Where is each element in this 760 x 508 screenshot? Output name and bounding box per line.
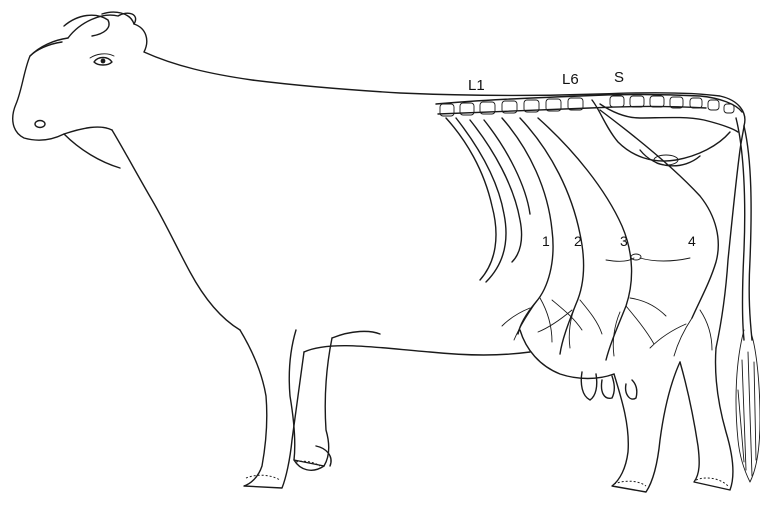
- eye-icon: [101, 59, 106, 64]
- nerves: [502, 110, 718, 360]
- cow-outline: [13, 12, 760, 492]
- nerve-label-3: 3: [620, 233, 628, 249]
- label-l6: L6: [562, 71, 579, 88]
- nerve-3: [538, 118, 632, 360]
- label-l1: L1: [468, 77, 485, 94]
- nerve-label-2: 2: [574, 233, 582, 249]
- ribs: [446, 118, 530, 282]
- vertebra-row: [440, 96, 734, 116]
- label-s: S: [614, 69, 624, 86]
- nerve-label-1: 1: [542, 233, 550, 249]
- nerve-label-4: 4: [688, 233, 696, 249]
